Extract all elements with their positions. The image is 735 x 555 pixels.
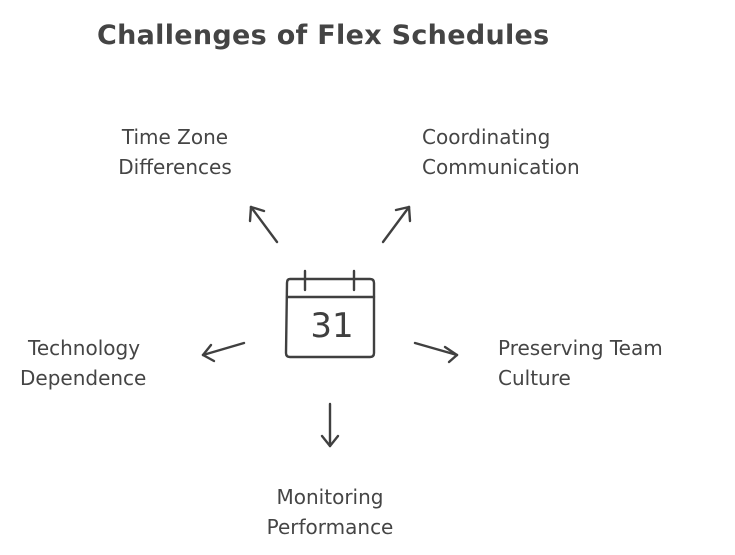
arrow-down-icon	[320, 402, 340, 448]
node-monitoring-performance: Monitoring Performance	[240, 482, 420, 542]
node-label-line2: Differences	[118, 155, 232, 179]
calendar-day-number: 31	[310, 306, 354, 346]
arrow-left-icon	[201, 341, 246, 363]
node-label-line2: Culture	[498, 366, 571, 390]
node-label-line1: Preserving Team	[498, 336, 663, 360]
arrow-up-right-icon	[381, 205, 412, 244]
node-label-line2: Performance	[266, 515, 394, 539]
node-label-line1: Technology	[28, 336, 141, 360]
diagram-title: Challenges of Flex Schedules	[97, 20, 550, 51]
arrow-up-left-icon	[248, 205, 279, 244]
node-label-line1: Time Zone	[121, 125, 229, 149]
node-technology-dependence: Technology Dependence	[20, 333, 146, 393]
node-preserving-team-culture: Preserving Team Culture	[498, 333, 663, 393]
node-label-line2: Communication	[422, 155, 580, 179]
node-label-line2: Dependence	[20, 366, 147, 390]
node-coordinating-communication: Coordinating Communication	[422, 122, 580, 182]
calendar-icon	[284, 269, 376, 359]
node-time-zone-differences: Time Zone Differences	[100, 122, 250, 182]
node-label-line1: Coordinating	[422, 125, 551, 149]
arrow-right-icon	[413, 341, 459, 364]
node-label-line1: Monitoring	[276, 485, 384, 509]
